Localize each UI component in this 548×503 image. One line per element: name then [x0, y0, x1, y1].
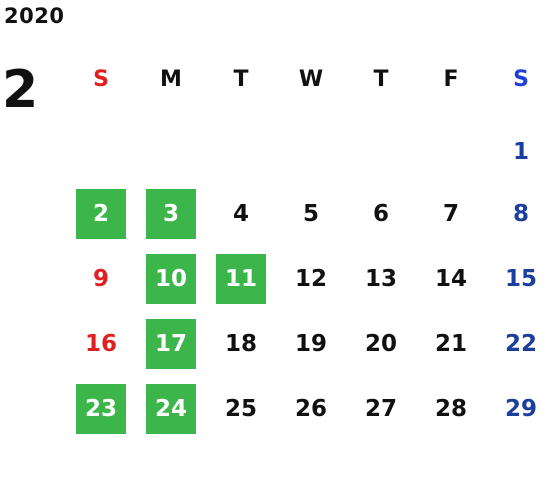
day-cell[interactable]: 27 [364, 396, 397, 422]
day-cell[interactable]: 29 [504, 396, 537, 422]
day-cell[interactable]: 13 [364, 266, 397, 292]
month-number: 2 [2, 60, 39, 120]
day-cell-highlighted[interactable]: 3 [146, 189, 196, 239]
week-row: 9 10 11 12 13 14 15 [66, 254, 548, 306]
day-cell[interactable]: 6 [372, 201, 389, 227]
day-cell-highlighted[interactable]: 17 [146, 319, 196, 369]
day-cell[interactable]: 26 [294, 396, 327, 422]
day-cell[interactable]: 25 [224, 396, 257, 422]
week-row: 23 24 25 26 27 28 29 [66, 384, 548, 436]
week-row: 16 17 18 19 20 21 22 [66, 319, 548, 371]
weekday-header-friday: F [443, 66, 459, 92]
weekday-header-monday: M [160, 66, 182, 92]
day-cell[interactable]: 18 [224, 331, 257, 357]
day-cell[interactable]: 8 [512, 201, 529, 227]
week-row: 1 [66, 127, 548, 179]
day-cell-highlighted[interactable]: 11 [216, 254, 266, 304]
day-cell[interactable]: 12 [294, 266, 327, 292]
day-cell-highlighted[interactable]: 2 [76, 189, 126, 239]
day-cell-highlighted[interactable]: 24 [146, 384, 196, 434]
empty-day-cell [216, 127, 266, 177]
empty-day-cell [426, 127, 476, 177]
day-cell[interactable]: 1 [512, 139, 529, 165]
day-cell[interactable]: 28 [434, 396, 467, 422]
empty-day-cell [146, 127, 196, 177]
weekday-header-sunday: S [93, 66, 109, 92]
day-cell[interactable]: 22 [504, 331, 537, 357]
day-cell[interactable]: 7 [442, 201, 459, 227]
day-cell[interactable]: 14 [434, 266, 467, 292]
weekday-header-saturday: S [513, 66, 529, 92]
day-cell[interactable]: 9 [92, 266, 109, 292]
day-cell-highlighted[interactable]: 23 [76, 384, 126, 434]
day-cell[interactable]: 4 [232, 201, 249, 227]
day-cell-highlighted[interactable]: 10 [146, 254, 196, 304]
weekday-header-tuesday: T [233, 66, 249, 92]
year-label: 2020 [4, 4, 65, 28]
day-cell[interactable]: 20 [364, 331, 397, 357]
day-cell[interactable]: 15 [504, 266, 537, 292]
empty-day-cell [76, 127, 126, 177]
day-cell[interactable]: 19 [294, 331, 327, 357]
day-cell[interactable]: 16 [84, 331, 117, 357]
day-cell[interactable]: 21 [434, 331, 467, 357]
empty-day-cell [286, 127, 336, 177]
weekday-header-wednesday: W [298, 66, 324, 92]
weekday-header-thursday: T [373, 66, 389, 92]
day-cell[interactable]: 5 [302, 201, 319, 227]
empty-day-cell [356, 127, 406, 177]
weekday-header-row: S M T W T F S [66, 54, 548, 106]
